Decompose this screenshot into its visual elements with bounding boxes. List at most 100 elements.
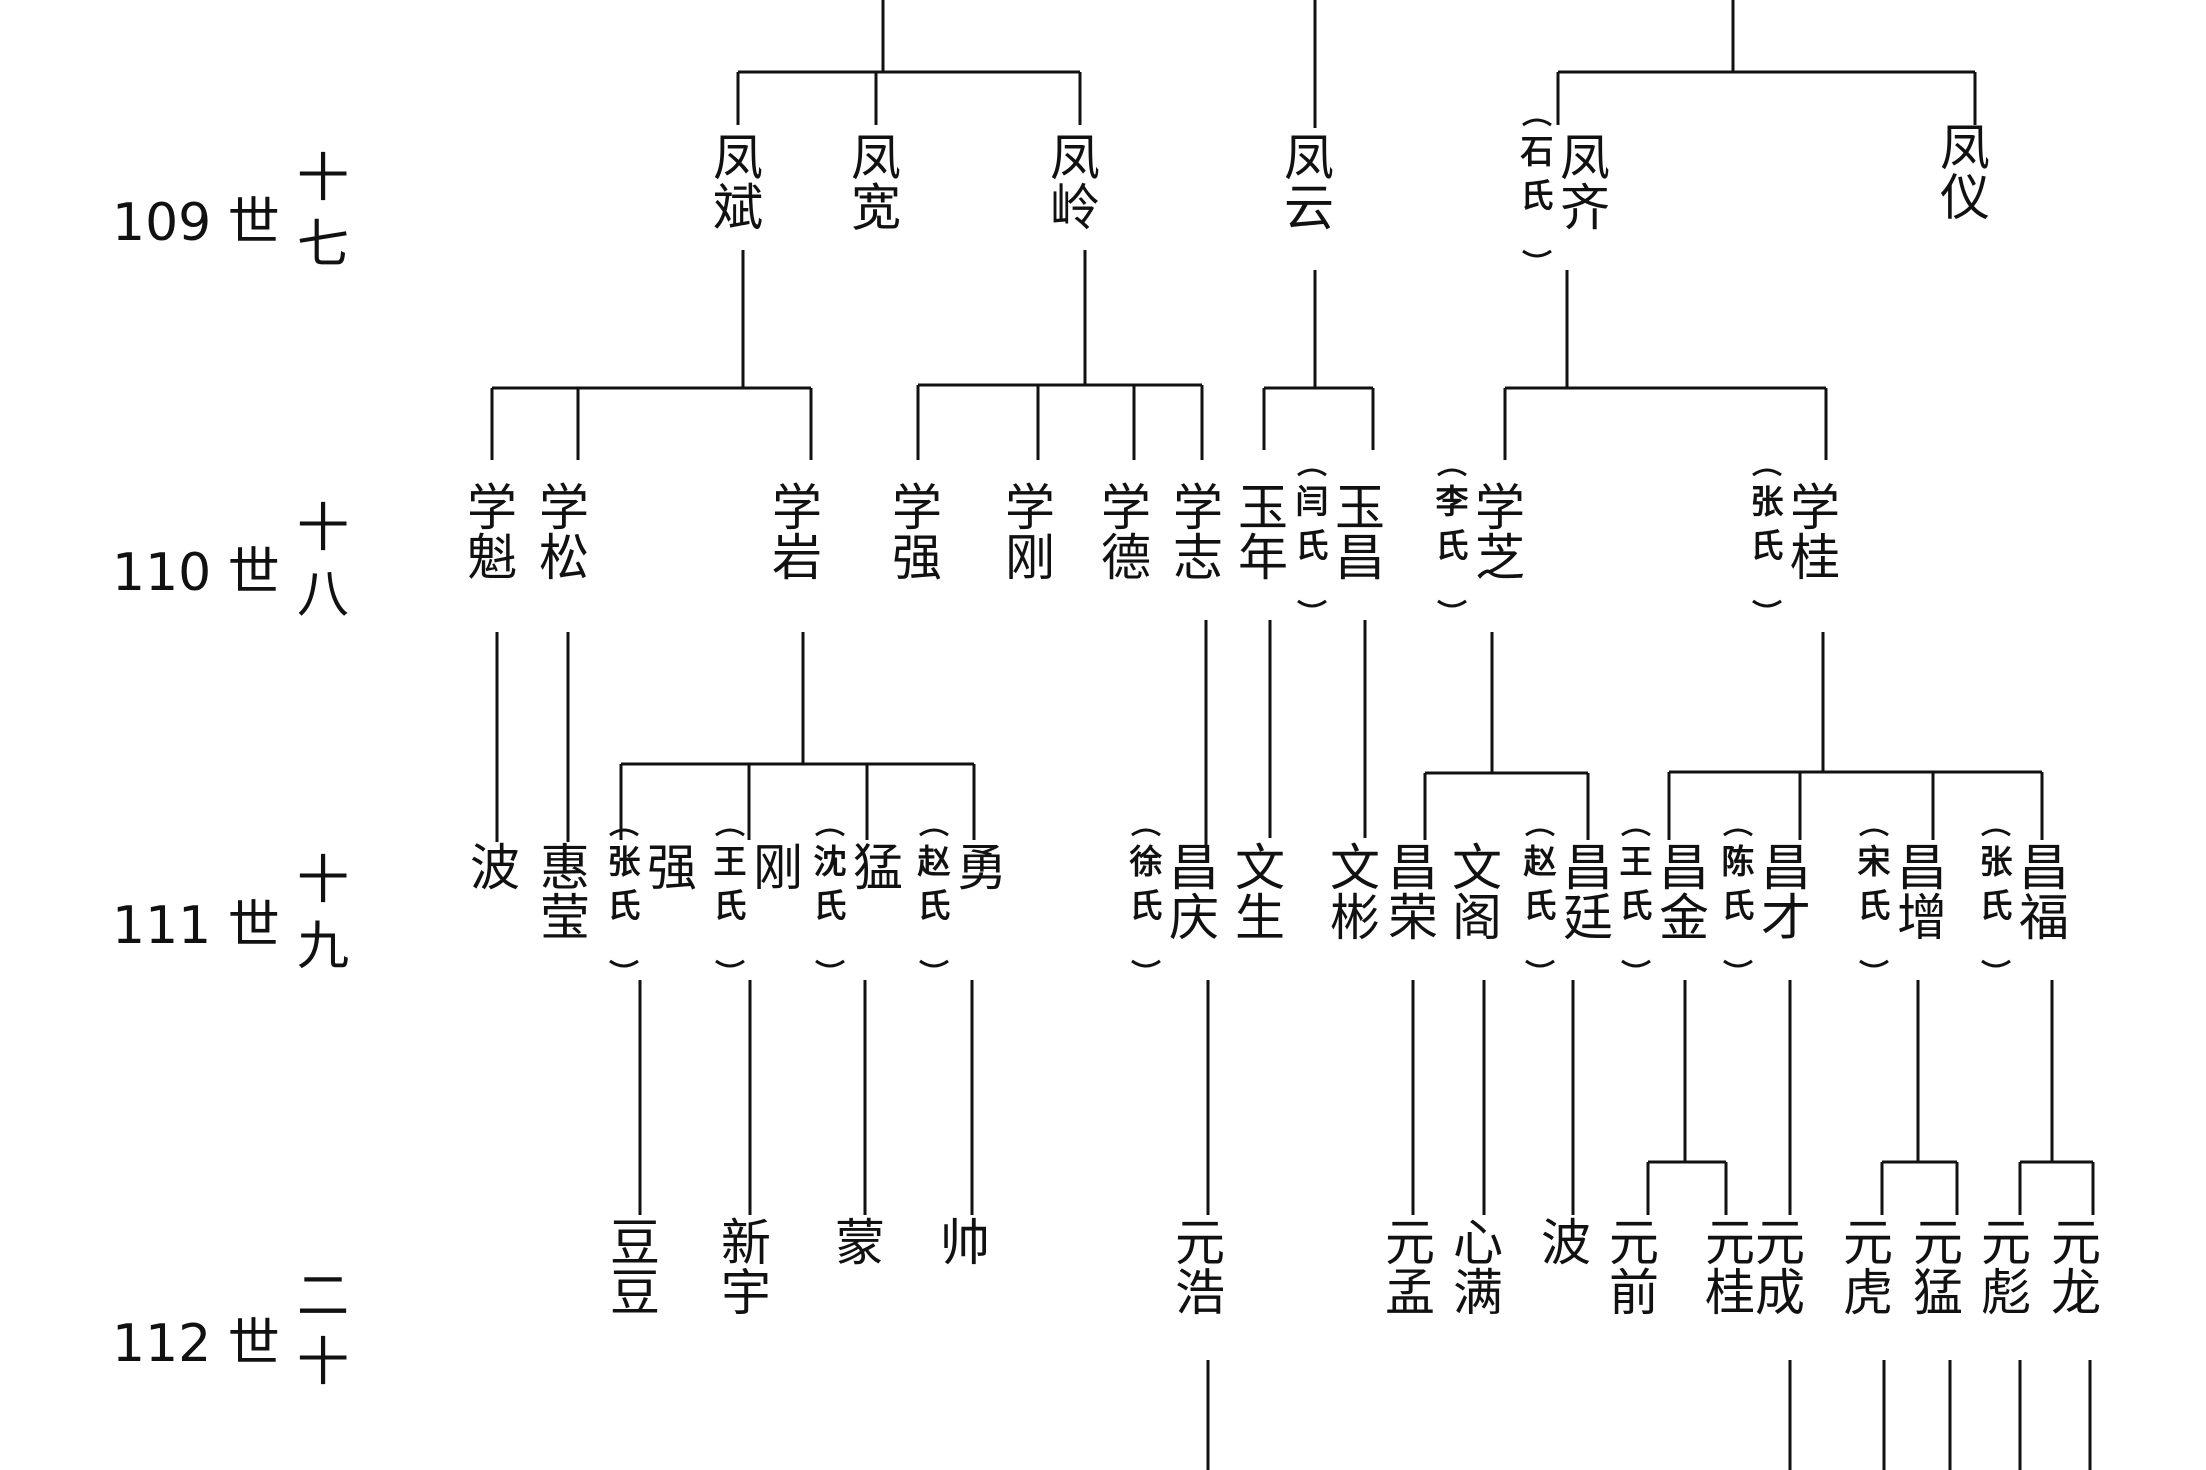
person-name-char: 才 [1761, 889, 1811, 947]
person-name-char: 年 [1238, 529, 1288, 587]
spouse-bracket-bottom [1752, 599, 1782, 608]
spouse-bracket-top [1981, 828, 2011, 837]
person-shuai: 帅 [940, 1214, 990, 1272]
person-name-char: 元 [1385, 1214, 1435, 1272]
person-yunian: 玉年 [1238, 479, 1288, 587]
person-name-char: 齐 [1560, 179, 1610, 237]
person-name-char: 元 [2051, 1214, 2101, 1272]
person-name-char: 凤 [1940, 119, 1990, 177]
person-name-char: 福 [2019, 889, 2069, 947]
spouse-name-char: 王 [714, 842, 747, 881]
person-xuegang: 学刚 [1005, 479, 1055, 587]
person-fengkuan: 凤宽 [851, 129, 901, 237]
person-name-char: 蒙 [835, 1214, 885, 1272]
person-name-char: 昌 [1388, 839, 1438, 897]
person-name-char: 学 [467, 479, 517, 537]
person-name-char: 志 [1173, 529, 1223, 587]
person-name-char: 玉 [1335, 479, 1385, 537]
person-name-char: 荣 [1388, 889, 1438, 947]
person-xuekui: 学魁 [467, 479, 517, 587]
spouse-name-char: 张 [1751, 482, 1784, 521]
person-name-char: 强 [647, 839, 697, 897]
person-name-char: 桂 [1705, 1264, 1755, 1322]
person-gang: 刚王氏 [714, 828, 803, 968]
generation-number: 110 世 [112, 543, 280, 603]
person-name-char: 廷 [1563, 889, 1613, 947]
person-name-char: 学 [1475, 479, 1525, 537]
person-name-char: 宽 [851, 179, 901, 237]
generation-number: 109 世 [112, 193, 280, 253]
person-name-char: 元 [1913, 1214, 1963, 1272]
person-name-char: 新 [721, 1214, 771, 1272]
generation-chinese: 十 [297, 1333, 349, 1393]
generation-number: 112 世 [112, 1314, 280, 1374]
person-name-char: 元 [1981, 1214, 2031, 1272]
person-name-char: 孟 [1385, 1264, 1435, 1322]
spouse-bracket-top [1522, 118, 1552, 127]
person-name-char: 学 [539, 479, 589, 537]
person-name-char: 德 [1101, 529, 1151, 587]
spouse-bracket-top [609, 828, 639, 837]
person-name-char: 昌 [1659, 839, 1709, 897]
person-doudou: 豆豆 [610, 1214, 660, 1322]
spouse-bracket-bottom [919, 959, 949, 968]
person-name-char: 仪 [1940, 169, 1990, 227]
person-yuanmeng: 元孟 [1385, 1214, 1435, 1322]
person-name-char: 斌 [713, 179, 763, 237]
spouse-bracket-bottom [1522, 249, 1552, 258]
person-meng2: 蒙 [835, 1214, 885, 1272]
person-name-char: 莹 [540, 889, 590, 947]
person-name-char: 阁 [1452, 889, 1502, 947]
person-name-char: 学 [1790, 479, 1840, 537]
person-name-char: 满 [1453, 1264, 1503, 1322]
person-yuanhu: 元虎 [1843, 1214, 1893, 1322]
person-qiang: 强张氏 [608, 828, 697, 968]
spouse-name-char: 张 [608, 842, 641, 881]
spouse-bracket-bottom [1621, 959, 1651, 968]
spouse-name-char: 李 [1436, 482, 1469, 521]
person-name-char: 昌 [2019, 839, 2069, 897]
person-yuanlong: 元龙 [2051, 1214, 2101, 1322]
person-name-char: 元 [1705, 1214, 1755, 1272]
person-wenbin: 文彬 [1330, 839, 1380, 947]
person-name-char: 凤 [713, 129, 763, 187]
spouse-name-char: 陈 [1722, 842, 1755, 881]
generation-chinese: 十 [297, 499, 349, 559]
spouse-bracket-top [815, 828, 845, 837]
spouse-name-char: 氏 [1980, 886, 2013, 925]
person-name-char: 龙 [2051, 1264, 2101, 1322]
person-name-char: 云 [1284, 179, 1334, 237]
person-yuanmeng2: 元猛 [1913, 1214, 1963, 1322]
generation-chinese: 十 [297, 851, 349, 911]
person-name-char: 帅 [940, 1214, 990, 1272]
people: 凤斌凤宽凤岭凤云凤齐石氏凤仪学魁学松学岩学强学刚学德学志玉年玉昌闫氏学芝李氏学桂… [467, 118, 2101, 1322]
person-name-char: 昌 [1897, 839, 1947, 897]
person-name-char: 昌 [1563, 839, 1613, 897]
person-name-char: 彪 [1981, 1264, 2031, 1322]
person-xuede: 学德 [1101, 479, 1151, 587]
generation-number: 111 世 [112, 896, 280, 956]
person-wensheng: 文生 [1235, 839, 1285, 947]
generation-chinese: 七 [297, 215, 349, 275]
spouse-bracket-bottom [1437, 599, 1467, 608]
person-name-char: 岭 [1050, 179, 1100, 237]
person-yuangui: 元桂 [1705, 1214, 1755, 1322]
person-name-char: 前 [1609, 1264, 1659, 1322]
spouse-bracket-top [1723, 828, 1753, 837]
person-name-char: 豆 [610, 1214, 660, 1272]
spouse-name-char: 氏 [1722, 886, 1755, 925]
person-name-char: 学 [892, 479, 942, 537]
person-name-char: 元 [1843, 1214, 1893, 1272]
spouse-bracket-top [1297, 468, 1327, 477]
generation-chinese: 十 [297, 149, 349, 209]
person-name-char: 生 [1235, 889, 1285, 947]
spouse-name-char: 氏 [1524, 886, 1557, 925]
spouse-name-char: 沈 [814, 842, 847, 881]
